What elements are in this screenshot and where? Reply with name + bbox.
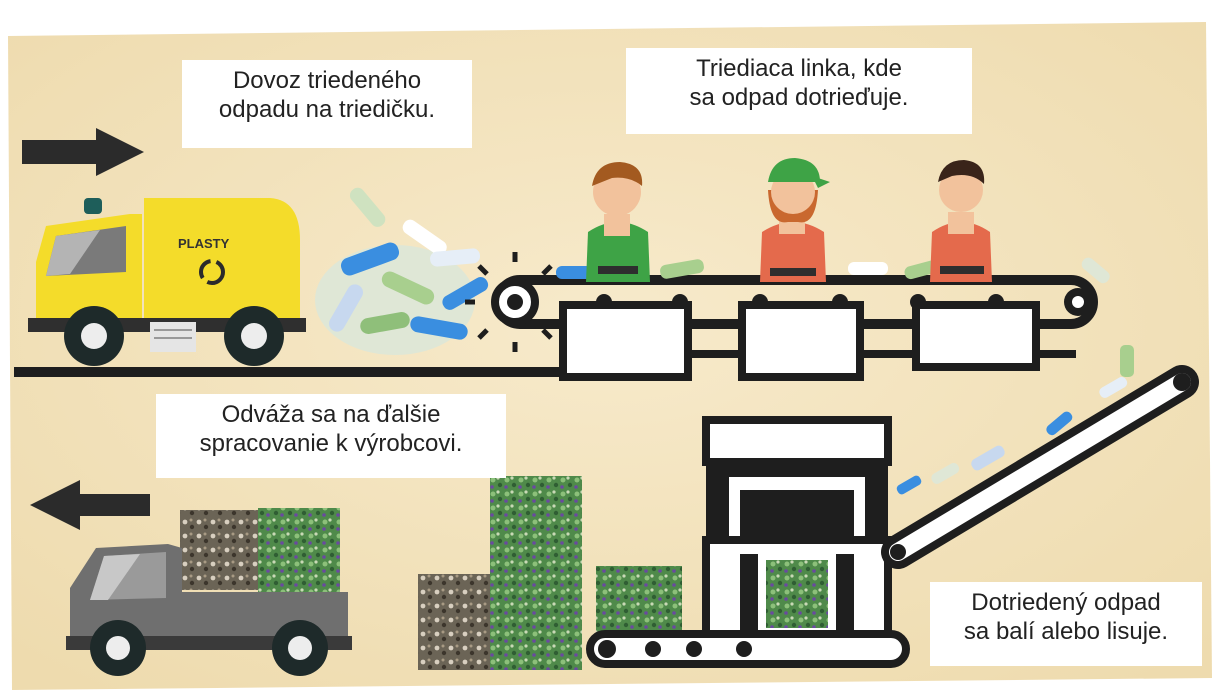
caption-sorting-line: Triediaca linka, kde sa odpad dotrieďuje…	[626, 48, 972, 134]
caption-delivery-line2: odpadu na triedičku.	[218, 96, 436, 123]
recycle-icon	[199, 259, 225, 285]
worker-2	[760, 158, 830, 282]
ground-line-top	[14, 367, 574, 377]
caption-transport-line2: spracovanie k výrobcovi.	[199, 430, 463, 457]
caption-sorting-line2: sa odpad dotrieďuje.	[689, 84, 909, 111]
caption-baling: Dotriedený odpad sa balí alebo lisuje.	[930, 582, 1202, 666]
baling-press	[702, 416, 892, 640]
arrow-left-icon	[30, 480, 150, 530]
caption-sorting-line1: Triediaca linka, kde	[696, 55, 902, 82]
arrow-right-icon	[22, 128, 144, 176]
garbage-truck	[28, 198, 306, 366]
caption-transport-line1: Odváža sa na ďalšie	[221, 401, 441, 428]
transport-truck	[66, 508, 352, 676]
caption-transport-out: Odváža sa na ďalšie spracovanie k výrobc…	[156, 394, 506, 478]
bottle-pile	[315, 187, 489, 355]
caption-baling-line1: Dotriedený odpad	[971, 589, 1161, 616]
worker-1	[586, 162, 650, 282]
truck-label: PLASTY	[178, 236, 230, 251]
caption-baling-line2: sa balí alebo lisuje.	[963, 618, 1169, 645]
bottom-conveyor	[586, 630, 910, 668]
incline-conveyor	[881, 345, 1199, 569]
caption-delivery: Dovoz triedeného odpadu na triedičku.	[182, 60, 472, 148]
bale-stack	[418, 476, 682, 670]
worker-3	[930, 160, 992, 282]
caption-delivery-line1: Dovoz triedeného	[232, 67, 422, 94]
